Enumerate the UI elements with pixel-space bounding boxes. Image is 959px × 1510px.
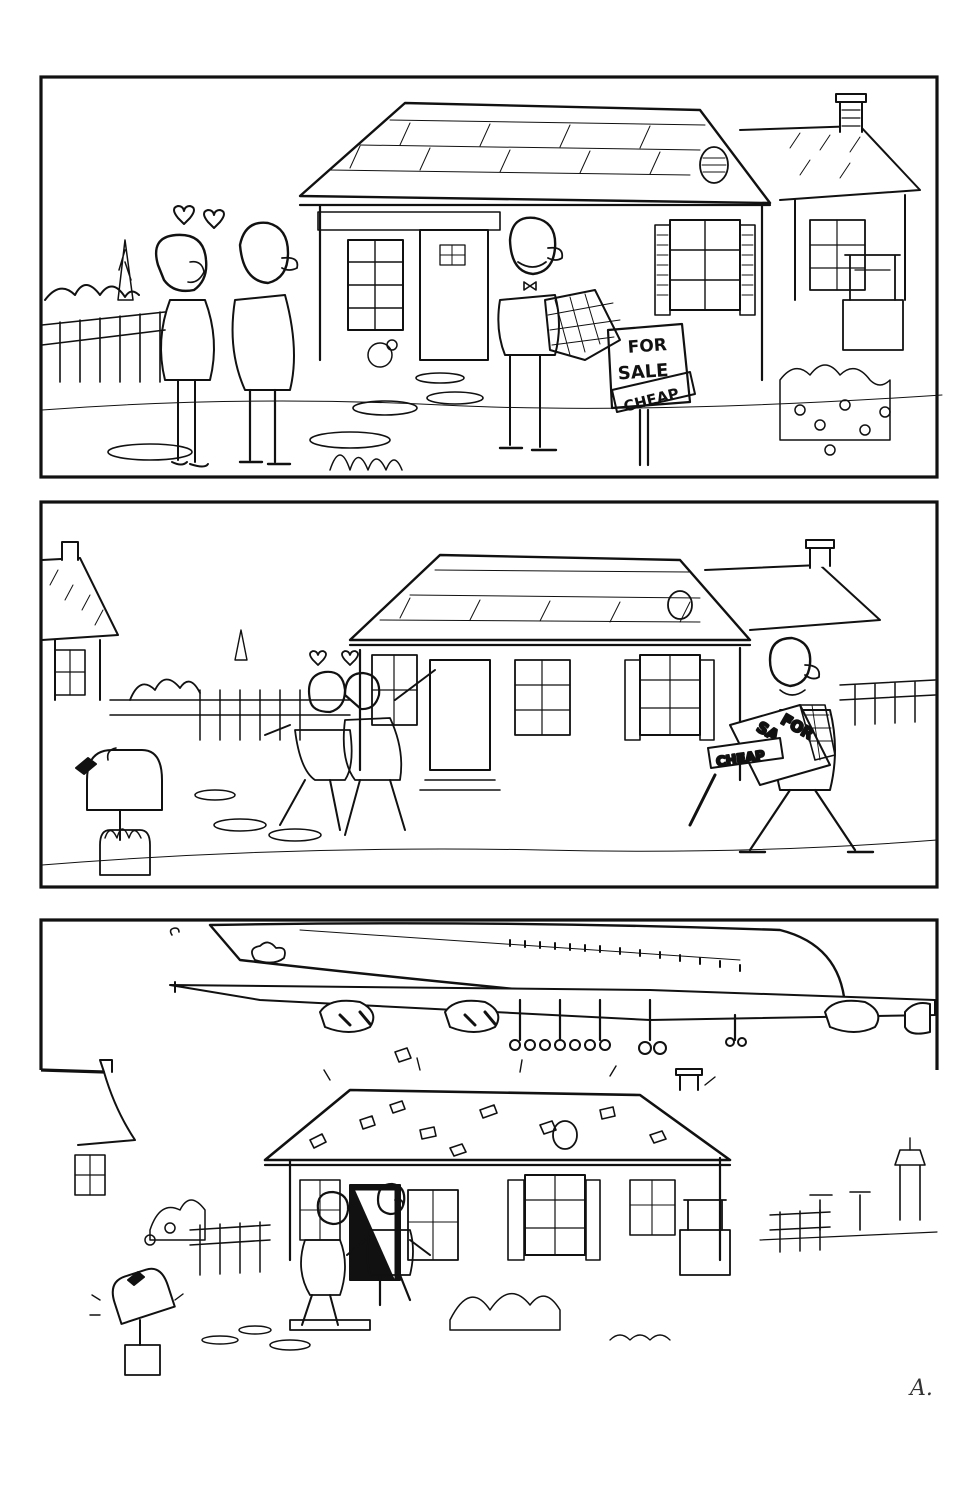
fence — [41, 239, 166, 383]
mailbox — [75, 747, 163, 876]
neighbor-house — [74, 1059, 136, 1196]
heart-icon — [173, 205, 195, 225]
panel-2-frame — [39, 500, 939, 889]
mailbox-flag-icon — [75, 757, 97, 775]
heart-icon — [203, 209, 225, 229]
heart-icon — [341, 650, 359, 666]
realtor — [497, 216, 621, 452]
flying-shingle — [394, 1047, 412, 1063]
house — [298, 93, 921, 382]
sign-text-line2: SALE — [617, 360, 669, 384]
heart-icon — [309, 650, 327, 666]
bowtie-icon — [523, 281, 537, 291]
walkway-stones — [41, 372, 943, 461]
control-tower — [894, 1149, 926, 1221]
garden — [329, 339, 891, 471]
neighbor-house — [41, 541, 119, 701]
panel-1-frame — [39, 75, 939, 479]
airport-background — [759, 1137, 938, 1241]
sign-banner-text: CHEAP — [622, 384, 681, 415]
house — [348, 539, 881, 791]
sign-text-line1: FOR — [627, 335, 667, 358]
garden — [144, 1199, 831, 1351]
mailbox — [89, 1267, 184, 1376]
fleeing-couple — [300, 1182, 431, 1326]
happy-couple — [264, 650, 436, 836]
runway-light — [809, 1194, 833, 1231]
realtor: SA FOR CHEAP — [688, 636, 875, 854]
runway-light — [849, 1191, 871, 1231]
shaken-house — [263, 1057, 732, 1331]
panel-1: FOR SALE CHEAP — [39, 75, 943, 479]
jumbo-jet — [169, 922, 936, 1055]
panel-3: A. — [39, 918, 939, 1401]
fence — [109, 629, 936, 741]
artist-signature: A. — [908, 1376, 933, 1401]
walkway-stones — [41, 789, 938, 866]
panel-2: SA FOR CHEAP — [39, 500, 939, 889]
panel-3-frame — [39, 918, 939, 1070]
for-sale-sign: FOR SALE CHEAP — [606, 322, 696, 467]
happy-couple — [154, 205, 299, 468]
